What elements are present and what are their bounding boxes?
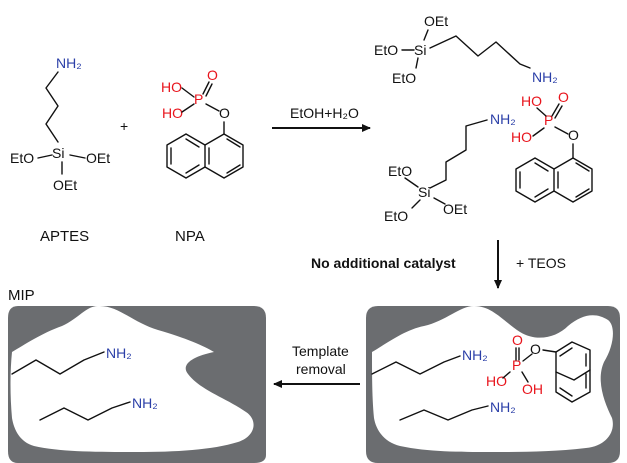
imprinted-nh2-lower: NH₂ <box>490 399 516 415</box>
imprinted-cavity <box>372 306 613 452</box>
npa-molecule: HO HO P O O NPA <box>161 67 244 245</box>
mip-nh2-lower: NH₂ <box>132 395 158 411</box>
npa-ho-top: HO <box>161 79 182 95</box>
upper-eto-left: EtO <box>374 42 398 58</box>
upper-eto-bottom: EtO <box>392 70 416 86</box>
template-line1: Template <box>292 343 349 359</box>
upper-si: Si <box>414 42 426 58</box>
polymerization-arrow: No additional catalyst + TEOS <box>311 240 566 289</box>
complex-molecule: OEt Si EtO EtO NH₂ HO O P HO O NH₂ Si Et… <box>374 13 593 224</box>
aptes-eto: EtO <box>10 150 34 166</box>
reaction-condition: EtOH+H₂O <box>290 105 359 121</box>
aptes-label: APTES <box>40 228 89 245</box>
imprinted-polymer-block: NH₂ NH₂ O P HO OH O <box>366 306 620 463</box>
mip-nh2-upper: NH₂ <box>106 345 132 361</box>
npa-ester-o: O <box>219 105 230 121</box>
aptes-molecule: NH₂ Si EtO OEt OEt APTES <box>10 55 110 245</box>
template-line2: removal <box>296 361 346 377</box>
imprinted-p: P <box>512 357 521 373</box>
template-removal-arrow: Template removal <box>273 343 360 388</box>
mip-cavity <box>10 305 254 452</box>
npa-label: NPA <box>175 228 205 245</box>
imprinted-ho: HO <box>486 373 507 389</box>
upper-oet: OEt <box>424 13 448 29</box>
lower-nh2: NH₂ <box>490 111 516 127</box>
lower-si: Si <box>418 184 430 200</box>
lower-eto-bottom: EtO <box>384 208 408 224</box>
npa-ho-bottom: HO <box>162 105 183 121</box>
mip-label: MIP <box>8 287 35 304</box>
complex-ho-bottom: HO <box>511 129 532 145</box>
imprinted-o-double: O <box>512 332 523 348</box>
complex-o-double: O <box>558 89 569 105</box>
complex-ester-o: O <box>568 127 579 143</box>
complex-ho-top: HO <box>521 93 542 109</box>
mip-polymer-block: NH₂ NH₂ <box>8 305 266 463</box>
aptes-oet-bottom: OEt <box>53 177 77 193</box>
aptes-oet-right: OEt <box>86 150 110 166</box>
imprinted-oh: OH <box>522 381 543 397</box>
lower-oet: OEt <box>443 201 467 217</box>
npa-p: P <box>194 91 203 107</box>
complex-p: P <box>544 112 553 128</box>
no-catalyst-text: No additional catalyst <box>311 255 456 271</box>
npa-o-double: O <box>207 67 218 83</box>
imprinted-nh2-upper: NH₂ <box>462 347 488 363</box>
imprinted-ester-o: O <box>530 341 541 357</box>
plus-sign: + <box>120 118 128 134</box>
aptes-nh2: NH₂ <box>56 55 82 71</box>
aptes-si: Si <box>52 145 64 161</box>
upper-nh2: NH₂ <box>532 69 558 85</box>
reaction-arrow: EtOH+H₂O <box>272 105 371 132</box>
teos-text: + TEOS <box>516 255 566 271</box>
lower-eto-top: EtO <box>388 163 412 179</box>
